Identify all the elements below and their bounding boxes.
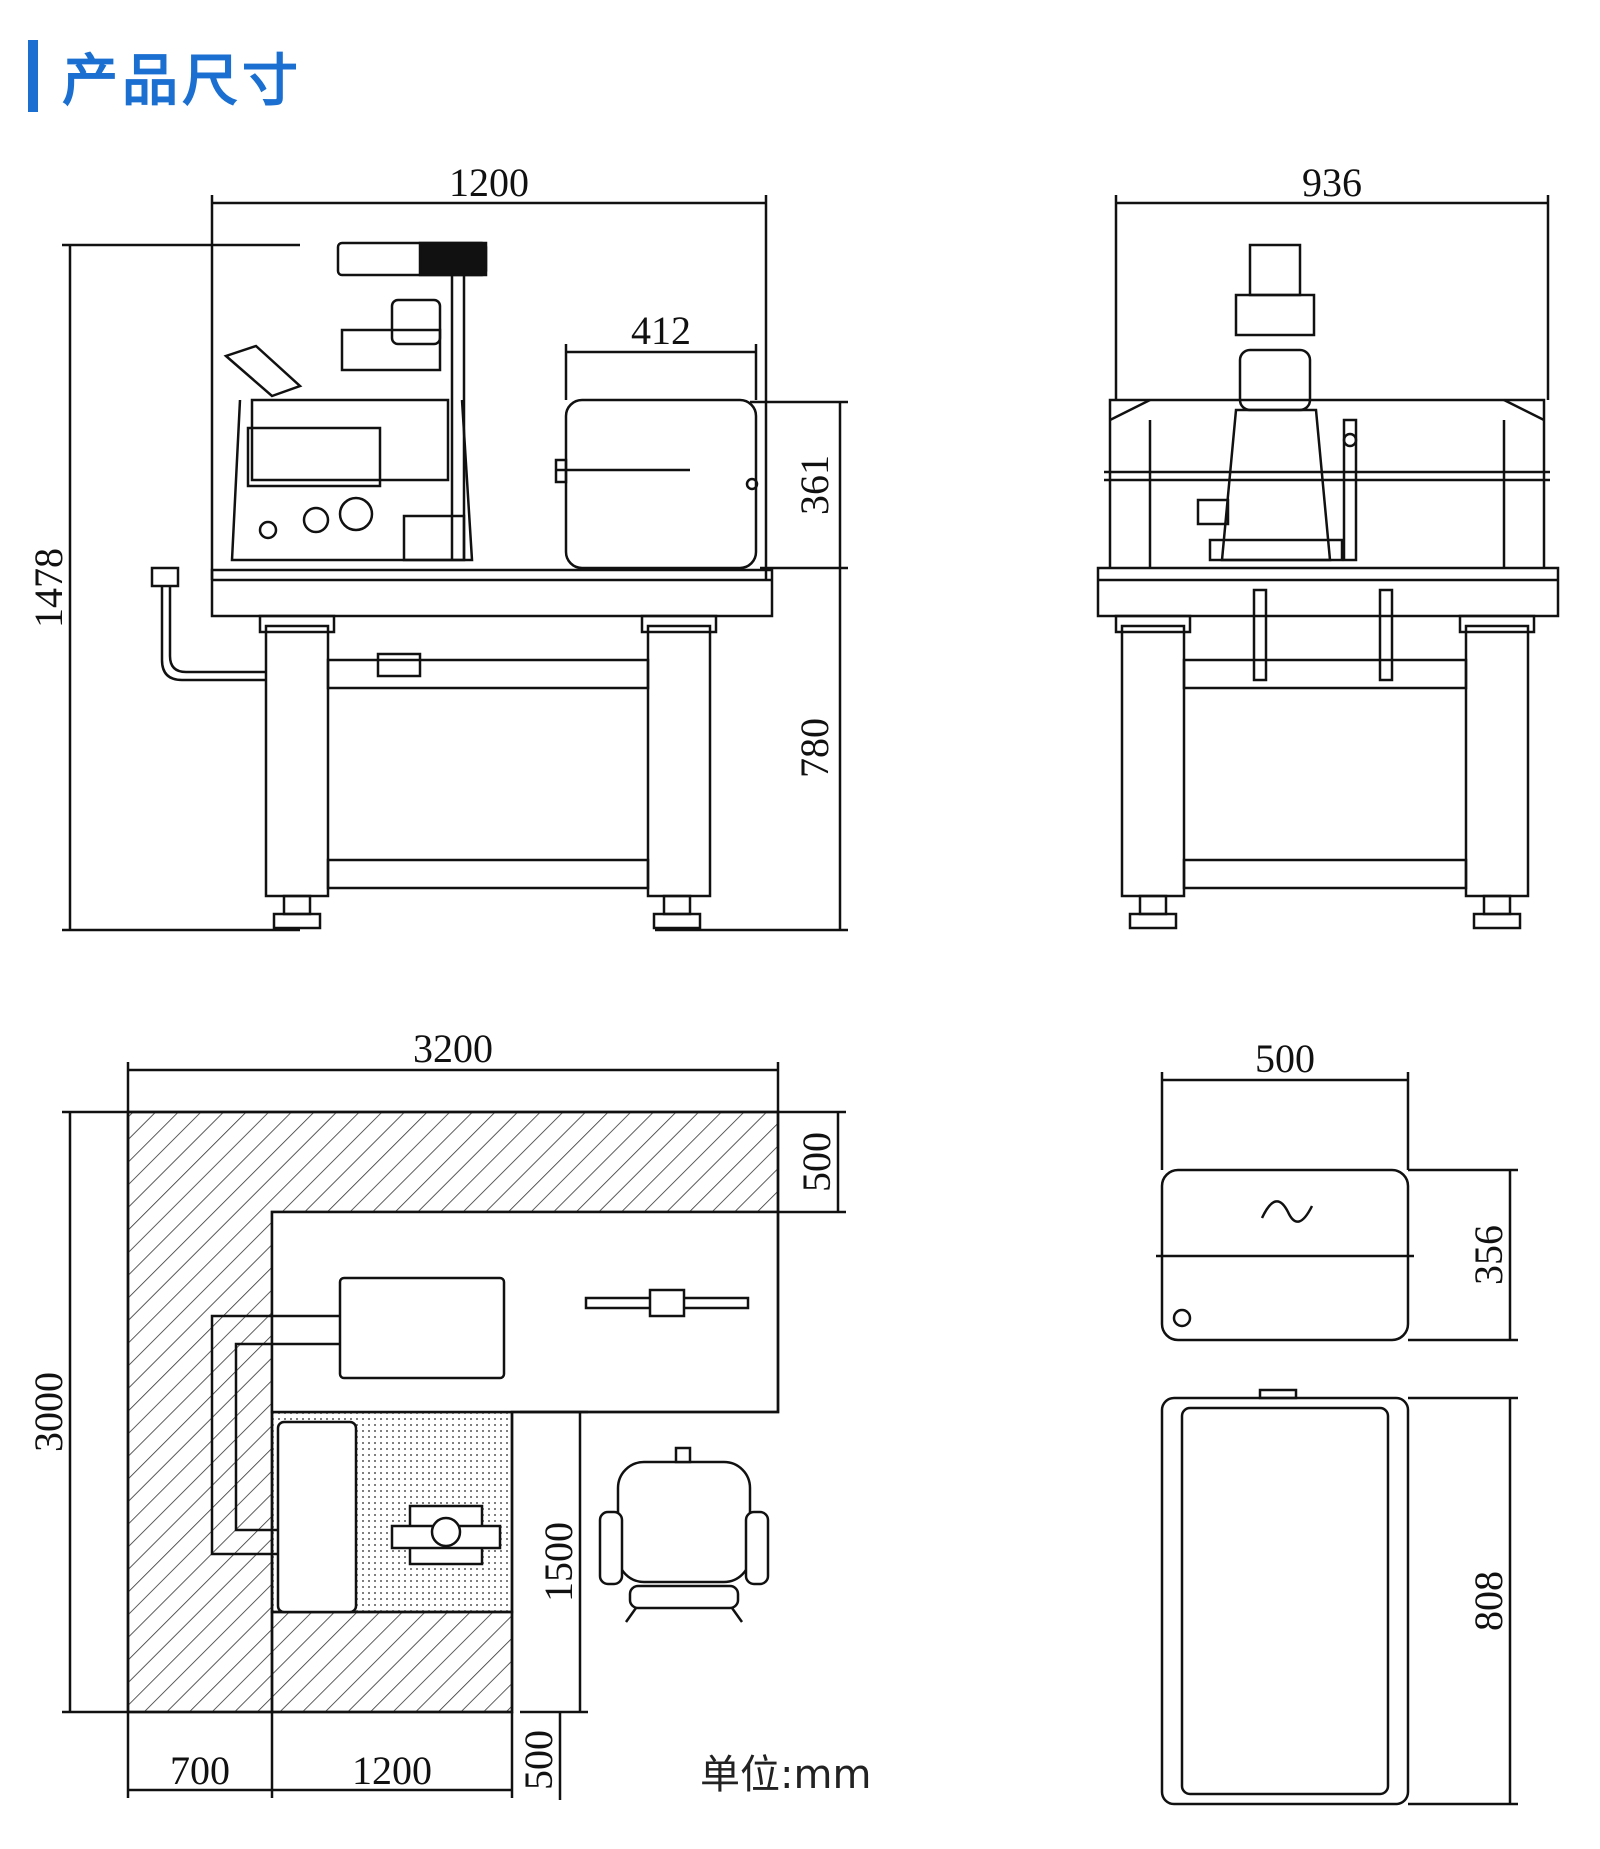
page-title: 产品尺寸 [62, 49, 302, 114]
dim-plan-left-width: 700 [170, 1748, 230, 1793]
dim-unit-top-height: 356 [1466, 1225, 1511, 1285]
unit-top-view [1156, 1072, 1518, 1342]
dim-plan-width: 3200 [413, 1026, 493, 1071]
dim-unit-body-height: 808 [1466, 1571, 1511, 1631]
title-accent-bar [28, 40, 38, 112]
unit-front-view [1160, 1388, 1518, 1806]
floor-plan [62, 1062, 846, 1800]
dim-unit-width: 500 [1255, 1036, 1315, 1081]
front-view [62, 195, 848, 932]
dim-box-width: 412 [631, 308, 691, 353]
dim-side-width: 936 [1302, 160, 1362, 205]
dim-table-height: 780 [792, 718, 837, 778]
dim-total-height: 1478 [26, 548, 71, 628]
dim-plan-table-depth: 1500 [536, 1522, 581, 1602]
dim-plan-bottom-band: 500 [516, 1730, 561, 1790]
dim-front-width: 1200 [449, 160, 529, 205]
dim-plan-top-band: 500 [794, 1132, 839, 1192]
dim-plan-table-width: 1200 [352, 1748, 432, 1793]
unit-label: 单位:mm [700, 1752, 871, 1798]
dim-box-height: 361 [792, 455, 837, 515]
side-view [1096, 195, 1560, 930]
dim-plan-depth: 3000 [26, 1372, 71, 1452]
